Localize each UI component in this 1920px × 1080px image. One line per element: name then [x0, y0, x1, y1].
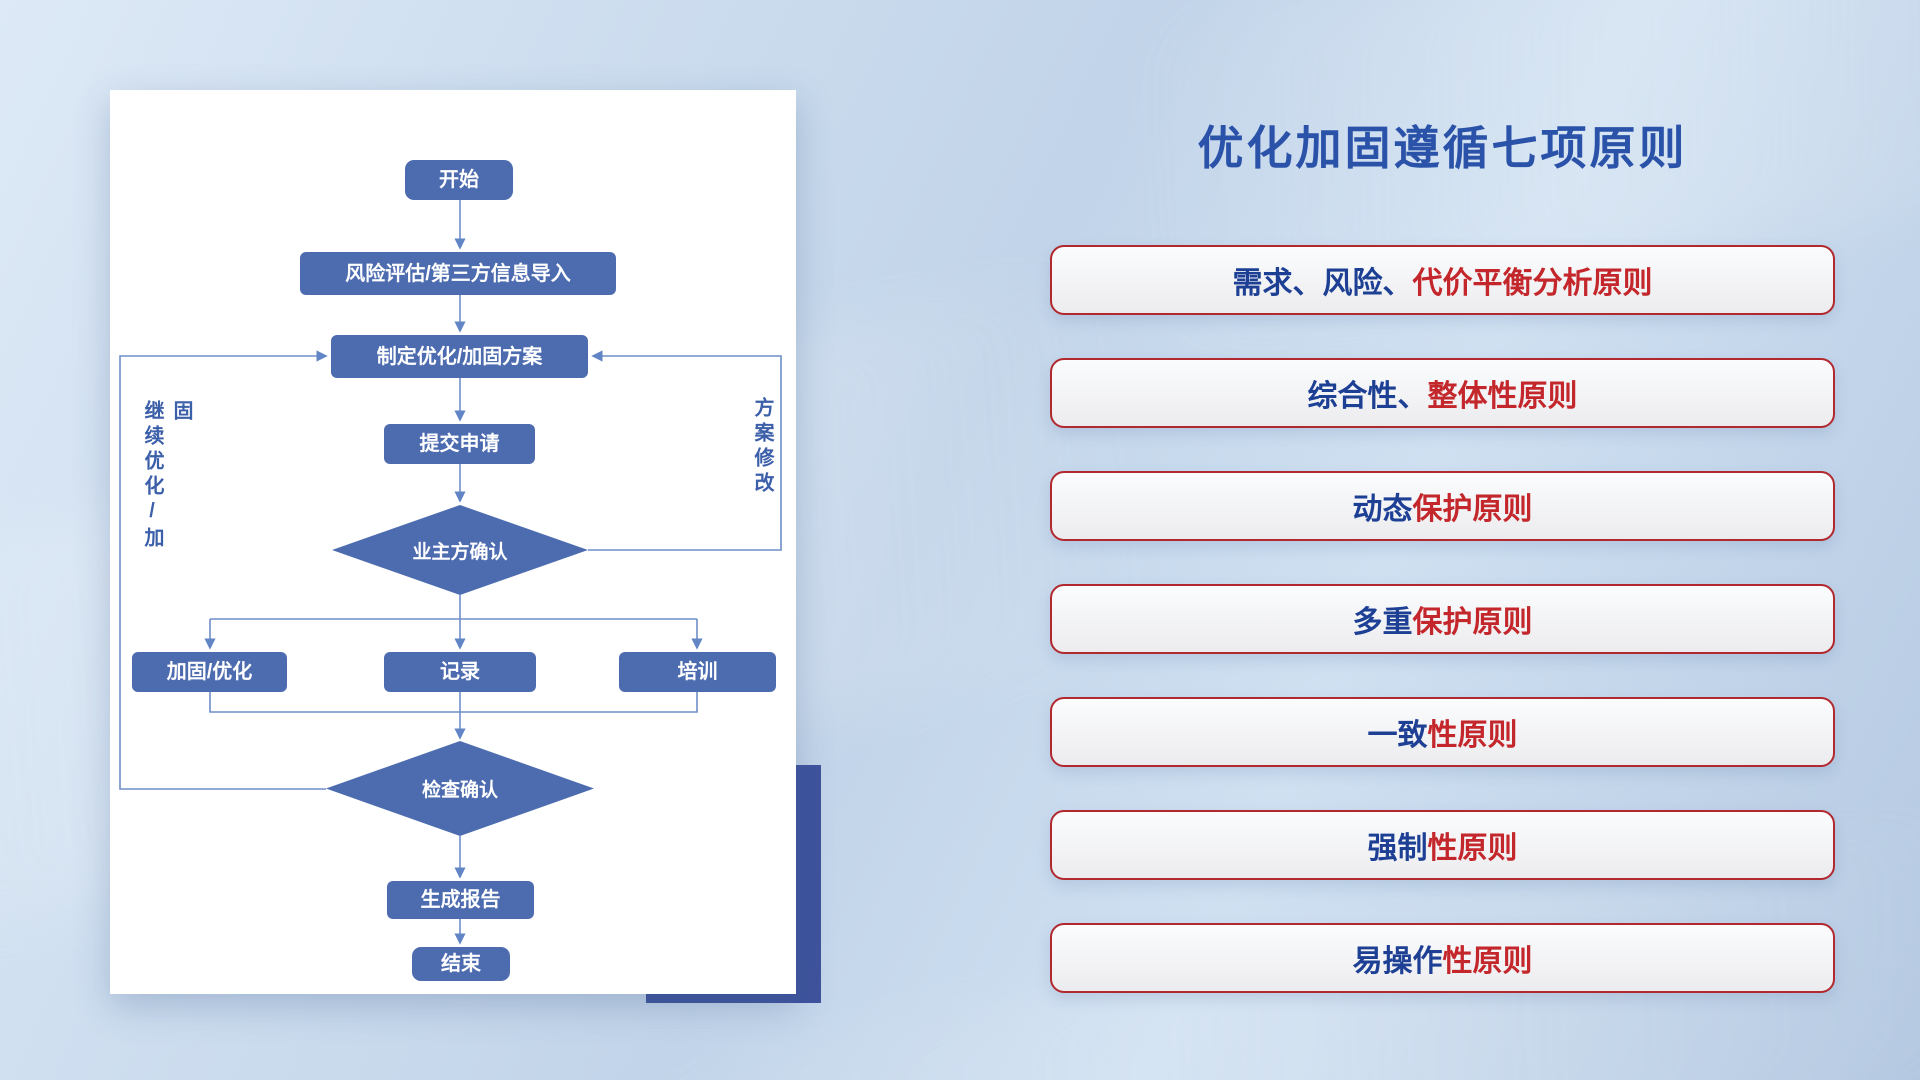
flowchart-card: 开始 风险评估/第三方信息导入 制定优化/加固方案 提交申请 业主方确认 加固/… [110, 90, 796, 994]
principle-text-lead: 多重 [1352, 606, 1413, 639]
principle-text-em: 整体性原则 [1427, 380, 1578, 413]
principle-text-em: 代价平衡分析原则 [1412, 267, 1653, 300]
principle-text-em: 保护原则 [1412, 606, 1533, 639]
flow-node-make-plan: 制定优化/加固方案 [331, 335, 588, 378]
principle-text-em: 性原则 [1427, 719, 1518, 752]
principle-text-lead: 强制 [1367, 832, 1428, 865]
principle-text-em: 性原则 [1442, 945, 1533, 978]
principle-item-7: 易操作性原则 [1050, 923, 1835, 993]
principle-text-em: 保护原则 [1412, 493, 1533, 526]
flow-node-training: 培训 [619, 652, 776, 692]
principle-item-5: 一致性原则 [1050, 697, 1835, 767]
principles-title: 优化加固遵循七项原则 [1197, 122, 1688, 174]
principle-item-3: 动态保护原则 [1050, 471, 1835, 541]
flowchart-connectors [119, 200, 782, 945]
principle-text-lead: 一致 [1367, 719, 1428, 752]
flow-node-harden-optimize: 加固/优化 [132, 652, 287, 692]
principle-text-lead: 综合性、 [1307, 380, 1428, 413]
principle-text-lead: 需求、风险、 [1232, 267, 1413, 300]
flow-node-end: 结束 [412, 947, 510, 981]
principle-text-lead: 动态 [1352, 493, 1413, 526]
flow-label-plan-revision: 方案修改 [751, 397, 773, 497]
flow-node-submit: 提交申请 [384, 424, 535, 464]
flow-node-generate-report: 生成报告 [387, 881, 534, 919]
principle-text-lead: 易操作 [1352, 945, 1443, 978]
flow-label-continue-loop: 继续优化/加固 [141, 400, 192, 552]
principle-item-2: 综合性、整体性原则 [1050, 358, 1835, 428]
principle-item-1: 需求、风险、代价平衡分析原则 [1050, 245, 1835, 315]
flow-node-record: 记录 [384, 652, 536, 692]
principle-item-6: 强制性原则 [1050, 810, 1835, 880]
flow-node-risk-import: 风险评估/第三方信息导入 [300, 252, 616, 295]
principle-item-4: 多重保护原则 [1050, 584, 1835, 654]
flow-node-start: 开始 [405, 160, 513, 200]
principle-text-em: 性原则 [1427, 832, 1518, 865]
